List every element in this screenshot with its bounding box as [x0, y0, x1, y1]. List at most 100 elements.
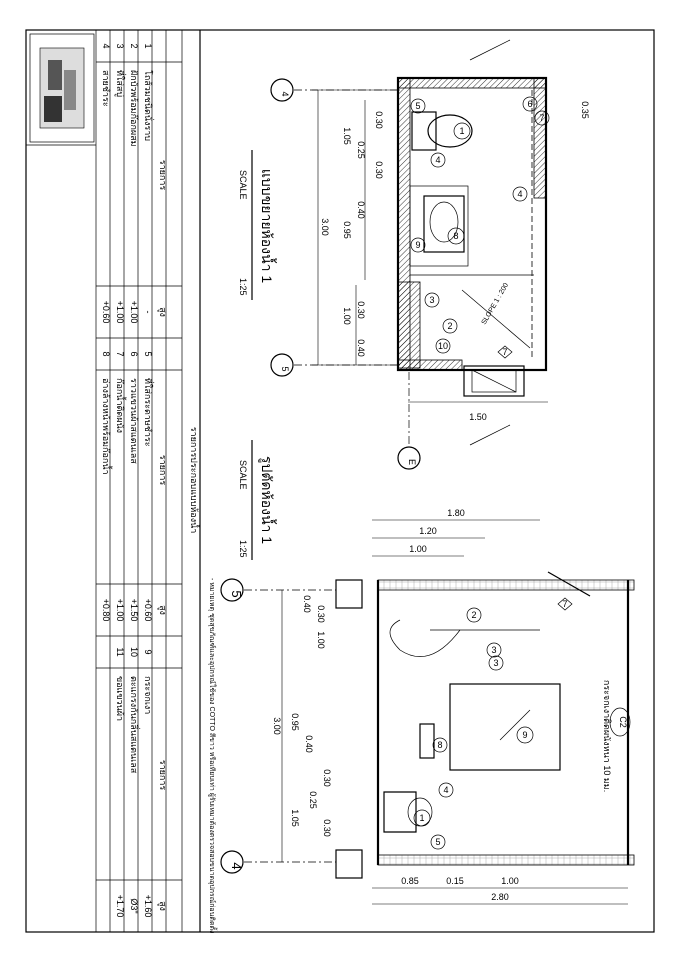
dim: 1.50 [469, 412, 487, 422]
dim: 0.40 [302, 595, 312, 613]
dim: 0.30 [322, 769, 332, 787]
svg-text:2: 2 [471, 610, 476, 620]
material-tag: C2 [618, 716, 628, 728]
schedule-col-item: รายการ [158, 160, 168, 191]
svg-text:10: 10 [438, 341, 448, 351]
schedule-item: กระจกเงา [143, 676, 153, 714]
dim: 1.00 [409, 544, 427, 554]
svg-text:7: 7 [502, 347, 507, 357]
general-note: - หมายเหตุ ชุดสุขภัณฑ์และอุปกรณ์ใช้ของ C… [208, 578, 219, 933]
dim: 1.05 [290, 809, 300, 827]
schedule-item: ราวแขวนผ้าสแตนเลส [129, 378, 139, 464]
section-title: รูปตัดห้องน้ำ 1 [258, 456, 277, 544]
grid-label: 5 [280, 366, 290, 371]
section-scale-label: SCALE [238, 460, 248, 490]
slope-note: SLOPE 1 : 200 [481, 282, 510, 326]
key-plan-thumbnail [29, 33, 95, 143]
schedule-height: +1.00 [115, 301, 125, 324]
dim: 0.40 [356, 339, 366, 357]
svg-text:6: 6 [527, 99, 532, 109]
grid-bubble [270, 78, 294, 102]
grid-label: 5 [229, 590, 244, 597]
floor-plan: SLOPE 1 : 200 1 2 3 4 5 6 7 8 9 10 4 7 4… [238, 39, 590, 470]
schedule-height: +1.70 [115, 895, 125, 918]
grid-bubble [397, 446, 421, 470]
schedule-no: 2 [129, 43, 139, 48]
schedule-no: 6 [129, 351, 139, 356]
dim: 1.00 [342, 307, 352, 325]
mirror-note: กระจกเงาติดผนังหนา 10 มม. [602, 680, 612, 792]
svg-text:3: 3 [429, 295, 434, 305]
schedule-height: +1.00 [115, 599, 125, 622]
svg-text:8: 8 [453, 231, 458, 241]
dim: 3.00 [272, 717, 282, 735]
svg-text:9: 9 [522, 730, 527, 740]
grid-label: E [407, 459, 417, 465]
svg-text:2: 2 [447, 321, 452, 331]
schedule-item: ที่ใส่กระดาษชำระ [143, 378, 155, 447]
item-tag: 1 2 3 4 5 8 9 3 7 [413, 597, 573, 850]
grid-bubble [220, 578, 244, 602]
dim: 0.25 [356, 141, 366, 159]
dim: 0.30 [374, 111, 384, 129]
svg-text:1: 1 [459, 126, 464, 136]
schedule-no: 9 [143, 649, 153, 654]
svg-text:8: 8 [437, 740, 442, 750]
dim: 3.00 [320, 218, 330, 236]
dim: 0.25 [308, 791, 318, 809]
svg-text:4: 4 [517, 189, 522, 199]
dim: 1.80 [447, 508, 465, 518]
schedule-no: 11 [115, 647, 125, 656]
section-elevation: กระจกเงาติดผนังหนา 10 มม. C2 1 2 3 4 5 8… [220, 440, 635, 905]
svg-text:9: 9 [415, 240, 420, 250]
grid-bubble [270, 353, 294, 377]
schedule-item: ที่ใส่สบู่ [114, 70, 127, 97]
svg-text:3: 3 [493, 658, 498, 668]
dim: 0.30 [374, 161, 384, 179]
grid-bubble [220, 850, 244, 874]
sheet-border [25, 29, 655, 933]
dim: 0.30 [322, 819, 332, 837]
dim: 0.95 [342, 221, 352, 239]
plan-scale-label: SCALE [238, 170, 248, 200]
svg-text:7: 7 [539, 113, 544, 123]
dim: 0.40 [356, 201, 366, 219]
svg-text:5: 5 [415, 101, 420, 111]
schedule-height: +0.60 [101, 301, 111, 324]
dim: 0.35 [580, 101, 590, 119]
schedule-item: ตะแกรงกันกลิ่นสแตนเลส [129, 676, 141, 774]
dim: 0.85 [401, 876, 419, 886]
dim: 1.20 [419, 526, 437, 536]
dim: 0.30 [356, 301, 366, 319]
svg-text:4: 4 [435, 155, 440, 165]
plan-scale-value: 1:25 [238, 278, 248, 296]
schedule-height: +1.50 [129, 599, 139, 622]
schedule-item: โถส้วมชนิดนั่งราบ [143, 70, 155, 141]
schedule-col-height: สูง [157, 307, 168, 317]
svg-text:1: 1 [419, 813, 424, 823]
dim: 0.15 [446, 876, 464, 886]
dim: 1.05 [342, 127, 352, 145]
schedule-table: 4 3 2 1 สายชำระ ที่ใส่สบู่ ฝักบัวพร้อมก๊… [96, 30, 201, 932]
schedule-item: ขอแขวนผ้า [115, 676, 125, 721]
schedule-height: Ø3" [129, 898, 139, 913]
dim: 1.00 [501, 876, 519, 886]
dim: 2.80 [491, 892, 509, 902]
svg-text:7: 7 [562, 599, 567, 609]
schedule-title: รายการประกอบแบบห้องน้ำ [189, 427, 201, 534]
dim: 0.30 [316, 605, 326, 623]
section-scale-value: 1:25 [238, 540, 248, 558]
schedule-height: +1.00 [129, 301, 139, 324]
item-tag: 1 2 3 4 5 6 7 8 9 10 4 7 [410, 96, 550, 359]
grid-label: 4 [280, 91, 290, 96]
schedule-height: +0.60 [143, 599, 153, 622]
schedule-height: +1.60 [143, 895, 153, 918]
schedule-height: - [143, 311, 153, 314]
schedule-col-height: สูง [157, 605, 168, 615]
schedule-col-item: รายการ [158, 760, 168, 791]
schedule-item: สายชำระ [101, 70, 111, 107]
schedule-item: อ่างล้างหน้าพร้อมก๊อกน้ำ [101, 378, 113, 475]
schedule-col-height: สูง [157, 901, 168, 911]
